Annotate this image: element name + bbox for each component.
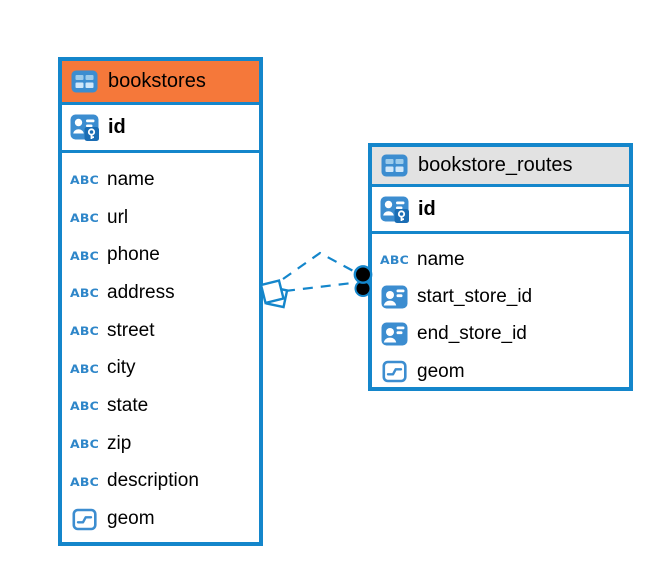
table-grid-icon bbox=[69, 70, 100, 93]
person-card-icon bbox=[379, 322, 410, 346]
person-card-icon bbox=[379, 285, 410, 309]
column-row-geom[interactable]: geom bbox=[62, 500, 259, 538]
varchar-abc-icon: ABC bbox=[70, 248, 99, 263]
relationship-line-lower[interactable] bbox=[284, 281, 353, 293]
primary-key-row[interactable]: id bbox=[62, 105, 259, 153]
entity-bookstore-routes[interactable]: bookstore_routes id ABC bbox=[368, 143, 633, 391]
column-label: zip bbox=[107, 432, 132, 454]
relationship-source-marker-squares[interactable] bbox=[259, 279, 289, 309]
column-row-city[interactable]: ABC city bbox=[62, 349, 259, 387]
geometry-shape-icon bbox=[69, 508, 100, 531]
entity-bookstores[interactable]: bookstores id ABC bbox=[58, 57, 263, 546]
column-label: geom bbox=[417, 360, 465, 382]
entity-header[interactable]: bookstores bbox=[62, 61, 259, 105]
varchar-abc-icon: ABC bbox=[70, 474, 99, 489]
column-label: url bbox=[107, 206, 129, 228]
column-row-street[interactable]: ABC street bbox=[62, 312, 259, 350]
column-row-url[interactable]: ABC url bbox=[62, 199, 259, 237]
person-card-key-icon bbox=[379, 196, 410, 223]
primary-key-row[interactable]: id bbox=[372, 187, 629, 234]
column-label: name bbox=[107, 168, 155, 190]
column-row-zip[interactable]: ABC zip bbox=[62, 425, 259, 463]
entity-title: bookstore_routes bbox=[418, 154, 573, 176]
column-row-name[interactable]: ABC name bbox=[372, 241, 629, 278]
column-row-address[interactable]: ABC address bbox=[62, 274, 259, 312]
column-row-end-store-id[interactable]: end_store_id bbox=[372, 316, 629, 353]
varchar-abc-icon: ABC bbox=[70, 398, 99, 414]
varchar-abc-icon: ABC bbox=[70, 436, 99, 451]
column-list: ABC name ABC url ABC phone ABC address A… bbox=[62, 153, 259, 538]
column-label: address bbox=[107, 281, 175, 303]
varchar-abc-icon: ABC bbox=[380, 252, 409, 267]
column-label: phone bbox=[107, 244, 160, 266]
varchar-abc-icon: ABC bbox=[70, 323, 99, 338]
column-row-state[interactable]: ABC state bbox=[62, 387, 259, 425]
column-label: city bbox=[107, 357, 136, 379]
column-row-geom[interactable]: geom bbox=[372, 353, 629, 390]
varchar-abc-icon: ABC bbox=[70, 172, 99, 187]
column-label: start_store_id bbox=[417, 285, 533, 307]
column-label: state bbox=[107, 394, 149, 416]
relationship-line-upper[interactable] bbox=[282, 251, 358, 280]
person-card-key-icon bbox=[69, 114, 100, 141]
primary-key-label: id bbox=[418, 197, 436, 220]
column-list: ABC name start_store_id bbox=[372, 234, 629, 390]
column-label: name bbox=[417, 248, 465, 270]
column-row-description[interactable]: ABC description bbox=[62, 463, 259, 501]
varchar-abc-icon: ABC bbox=[70, 285, 99, 301]
column-label: description bbox=[107, 470, 199, 492]
column-label: street bbox=[107, 319, 155, 341]
primary-key-label: id bbox=[108, 116, 126, 138]
varchar-abc-icon: ABC bbox=[70, 361, 99, 376]
entity-header[interactable]: bookstore_routes bbox=[372, 147, 629, 187]
column-row-name[interactable]: ABC name bbox=[62, 161, 259, 199]
entity-title: bookstores bbox=[108, 70, 206, 92]
column-row-start-store-id[interactable]: start_store_id bbox=[372, 278, 629, 315]
table-grid-icon bbox=[379, 154, 410, 177]
varchar-abc-icon: ABC bbox=[70, 210, 99, 225]
geometry-shape-icon bbox=[379, 360, 410, 383]
column-label: end_store_id bbox=[417, 323, 527, 345]
column-row-phone[interactable]: ABC phone bbox=[62, 236, 259, 274]
column-label: geom bbox=[107, 508, 155, 530]
